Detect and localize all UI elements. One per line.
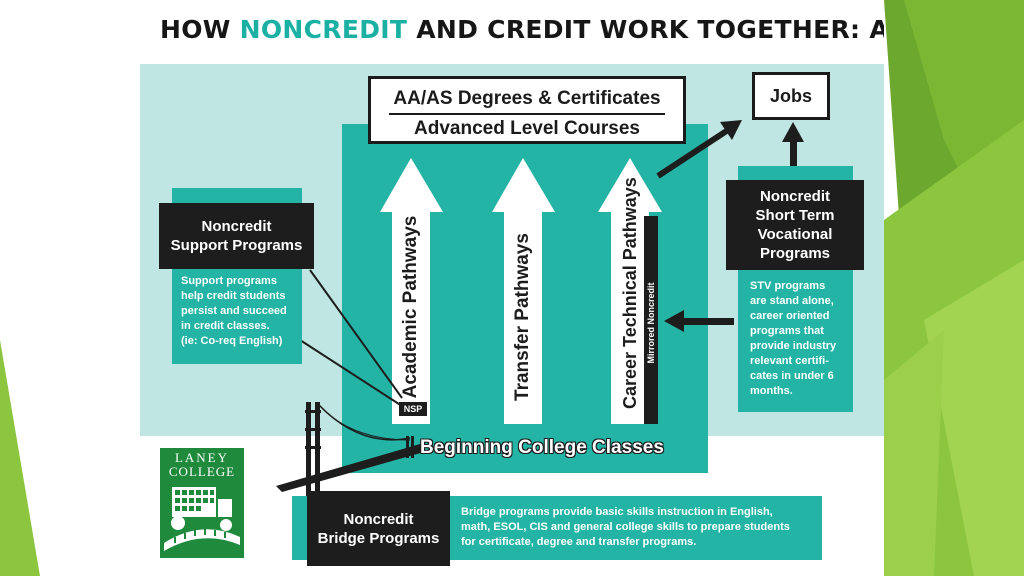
support-desc-line: Support programs: [181, 275, 277, 287]
academic-arrow: [380, 158, 443, 424]
bridge-description: Bridge programs provide basic skills ins…: [461, 505, 821, 550]
support-desc-line: (ie: Co-req English): [181, 335, 283, 347]
bridge-heading-line-1: Noncredit: [343, 510, 414, 528]
support-heading-line-2: Support Programs: [170, 237, 303, 254]
bridge-desc-line: for certificate, degree and transfer pro…: [461, 536, 697, 548]
support-description: Support programs help credit students pe…: [181, 274, 306, 349]
degrees-box: AA/AS Degrees & Certificates Advanced Le…: [368, 76, 686, 144]
support-desc-line: in credit classes.: [181, 320, 270, 332]
stv-desc-line: cates in under 6: [750, 370, 834, 382]
mirrored-bar: [644, 216, 658, 424]
stv-up-arrowhead: [782, 122, 804, 142]
transfer-pathways-label: Transfer Pathways: [512, 233, 533, 401]
stv-heading-line: Noncredit: [759, 188, 830, 205]
degrees-line-2: Advanced Level Courses: [414, 118, 640, 139]
bridge-desc-line: Bridge programs provide basic skills ins…: [461, 506, 773, 518]
bridge-illustration: [276, 402, 424, 502]
transfer-arrow: [492, 158, 555, 424]
stv-desc-line: STV programs: [750, 280, 826, 292]
stv-desc-line: provide industry: [750, 340, 837, 352]
logo-line-2: COLLEGE: [168, 464, 236, 479]
laney-college-logo: LANEY COLLEGE: [160, 448, 244, 558]
nsp-tag: NSP: [399, 402, 427, 416]
stv-heading-line: Short Term: [755, 207, 835, 224]
stv-heading-line: Programs: [759, 245, 831, 262]
stv-desc-line: career oriented: [750, 310, 830, 322]
bridge-heading-line-2: Bridge Programs: [317, 529, 440, 547]
stv-desc-line: are stand alone,: [750, 295, 834, 307]
title-highlight: NONCREDIT: [239, 15, 408, 44]
support-heading: Noncredit Support Programs: [159, 203, 314, 269]
beginning-college-label: Beginning College Classes: [420, 437, 664, 458]
support-desc-line: help credit students: [181, 290, 286, 302]
stv-heading: Noncredit Short Term Vocational Programs: [726, 180, 864, 270]
career-pathways-label: Career Technical Pathways: [620, 177, 640, 409]
stv-desc-line: programs that: [750, 325, 824, 337]
logo-building-icon: [164, 487, 240, 551]
logo-line-1: LANEY: [174, 450, 230, 465]
stv-description: STV programs are stand alone, career ori…: [750, 279, 854, 399]
bridge-heading: Noncredit Bridge Programs: [307, 491, 450, 566]
degrees-divider: [389, 113, 665, 115]
jobs-box: Jobs: [752, 72, 830, 120]
stv-left-arrowhead: [664, 310, 684, 332]
stv-desc-line: months.: [750, 385, 793, 397]
support-desc-line: persist and succeed: [181, 305, 287, 317]
bridge-desc-line: math, ESOL, CIS and general college skil…: [461, 521, 790, 533]
title-part-1: HOW: [160, 15, 240, 44]
support-heading-line-1: Noncredit: [201, 218, 272, 235]
jobs-diagonal-arrowhead: [720, 120, 742, 140]
degrees-line-1: AA/AS Degrees & Certificates: [393, 88, 661, 109]
stv-heading-line: Vocational: [757, 226, 833, 243]
mirrored-noncredit-label: Mirrored Noncredit: [646, 282, 656, 364]
green-decoration: [884, 0, 1024, 576]
jobs-label: Jobs: [769, 86, 812, 106]
green-wedge-left: [0, 340, 40, 576]
academic-pathways-label: Academic Pathways: [400, 215, 421, 399]
stv-desc-line: relevant certifi-: [750, 355, 829, 367]
